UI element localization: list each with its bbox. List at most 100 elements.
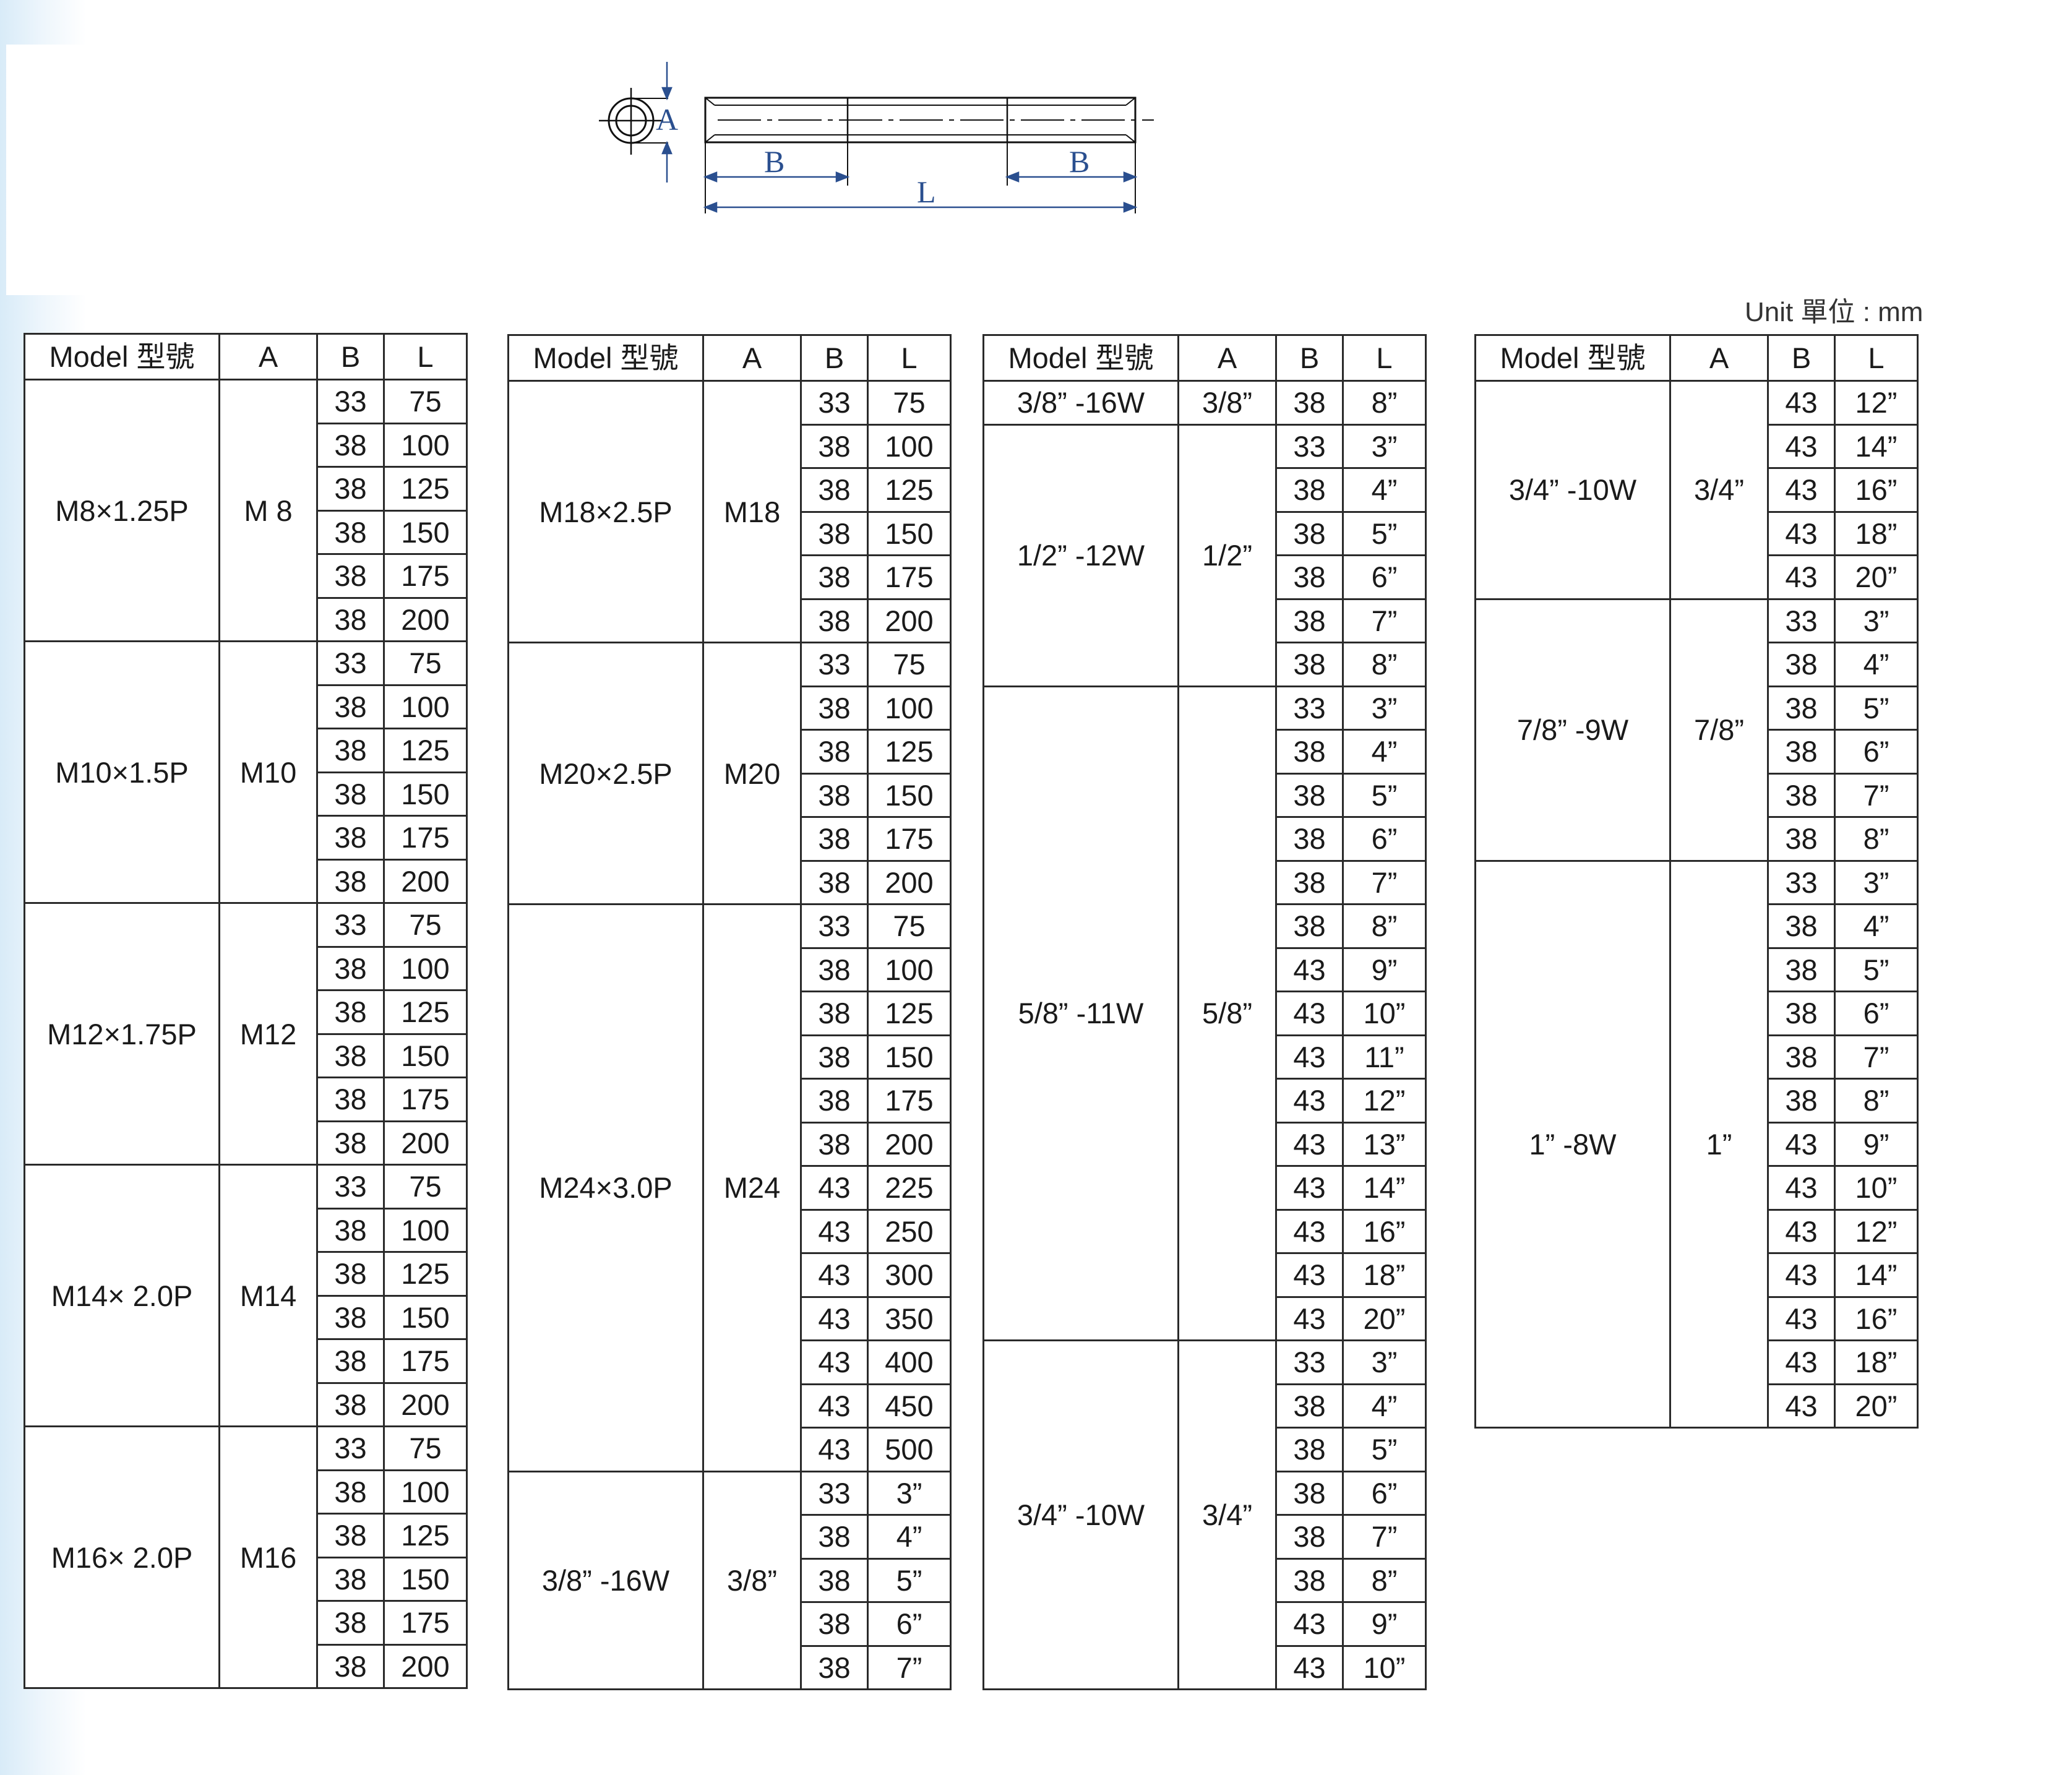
b-dimension-cell: 38 xyxy=(800,423,869,469)
l-dimension-cell: 100 xyxy=(867,685,952,731)
a-dimension-cell: M18 xyxy=(702,380,802,643)
model-cell: M24×3.0P xyxy=(507,903,704,1472)
l-dimension-cell: 200 xyxy=(383,1120,468,1166)
header-a: A xyxy=(1669,334,1769,382)
b-dimension-cell: 43 xyxy=(1275,1208,1344,1254)
l-dimension-cell: 4” xyxy=(1342,1383,1427,1429)
b-dimension-cell: 38 xyxy=(800,816,869,862)
a-dimension-cell: 3/8” xyxy=(702,1470,802,1690)
l-dimension-cell: 9” xyxy=(1342,947,1427,992)
b-dimension-cell: 43 xyxy=(800,1339,869,1385)
b-dimension-cell: 38 xyxy=(316,1207,385,1253)
b-dimension-cell: 33 xyxy=(800,642,869,687)
l-dimension-cell: 3” xyxy=(867,1470,952,1516)
stud-bolt-diagram: A B B L xyxy=(599,62,1154,213)
b-dimension-cell: 43 xyxy=(800,1165,869,1211)
dim-a-label: A xyxy=(656,102,678,137)
b-dimension-cell: 33 xyxy=(1275,423,1344,469)
unit-label: Unit 單位 : mm xyxy=(1745,297,1924,327)
l-dimension-cell: 200 xyxy=(383,858,468,904)
b-dimension-cell: 38 xyxy=(316,1120,385,1166)
b-dimension-cell: 38 xyxy=(1767,1078,1836,1124)
header-model: Model 型號 xyxy=(507,334,704,382)
a-dimension-cell: M10 xyxy=(218,640,318,904)
b-dimension-cell: 38 xyxy=(800,947,869,992)
b-dimension-cell: 43 xyxy=(1767,1121,1836,1167)
b-dimension-cell: 38 xyxy=(800,1514,869,1560)
a-dimension-cell: 1” xyxy=(1669,859,1769,1429)
model-cell: M8×1.25P xyxy=(24,379,220,642)
l-dimension-cell: 14” xyxy=(1834,423,1919,469)
l-dimension-cell: 12” xyxy=(1834,380,1919,426)
a-dimension-cell: M 8 xyxy=(218,379,318,642)
header-b: B xyxy=(316,333,385,380)
b-dimension-cell: 33 xyxy=(316,1425,385,1471)
b-dimension-cell: 43 xyxy=(1275,1296,1344,1341)
l-dimension-cell: 100 xyxy=(867,423,952,469)
model-cell: M12×1.75P xyxy=(24,902,220,1166)
b-dimension-cell: 38 xyxy=(316,1294,385,1340)
l-dimension-cell: 175 xyxy=(867,816,952,862)
l-dimension-cell: 200 xyxy=(867,859,952,905)
b-dimension-cell: 38 xyxy=(1275,554,1344,600)
b-dimension-cell: 33 xyxy=(316,902,385,948)
l-dimension-cell: 75 xyxy=(383,1425,468,1471)
l-dimension-cell: 10” xyxy=(1834,1165,1919,1211)
b-dimension-cell: 38 xyxy=(1767,903,1836,949)
b-dimension-cell: 38 xyxy=(800,1034,869,1080)
l-dimension-cell: 20” xyxy=(1834,1383,1919,1429)
l-dimension-cell: 125 xyxy=(383,1251,468,1297)
l-dimension-cell: 3” xyxy=(1834,859,1919,905)
b-dimension-cell: 38 xyxy=(1767,947,1836,992)
b-dimension-cell: 38 xyxy=(1767,685,1836,731)
b-dimension-cell: 38 xyxy=(800,1601,869,1647)
l-dimension-cell: 20” xyxy=(1342,1296,1427,1341)
b-dimension-cell: 38 xyxy=(1275,1470,1344,1516)
white-panel xyxy=(6,45,130,295)
b-dimension-cell: 33 xyxy=(1767,859,1836,905)
a-dimension-cell: M20 xyxy=(702,642,802,905)
l-dimension-cell: 8” xyxy=(1342,903,1427,949)
l-dimension-cell: 3” xyxy=(1834,598,1919,643)
l-dimension-cell: 150 xyxy=(867,1034,952,1080)
l-dimension-cell: 14” xyxy=(1834,1252,1919,1298)
l-dimension-cell: 4” xyxy=(1834,642,1919,687)
l-dimension-cell: 125 xyxy=(867,729,952,775)
l-dimension-cell: 9” xyxy=(1342,1601,1427,1647)
b-dimension-cell: 43 xyxy=(1275,1121,1344,1167)
b-dimension-cell: 38 xyxy=(1275,1514,1344,1560)
